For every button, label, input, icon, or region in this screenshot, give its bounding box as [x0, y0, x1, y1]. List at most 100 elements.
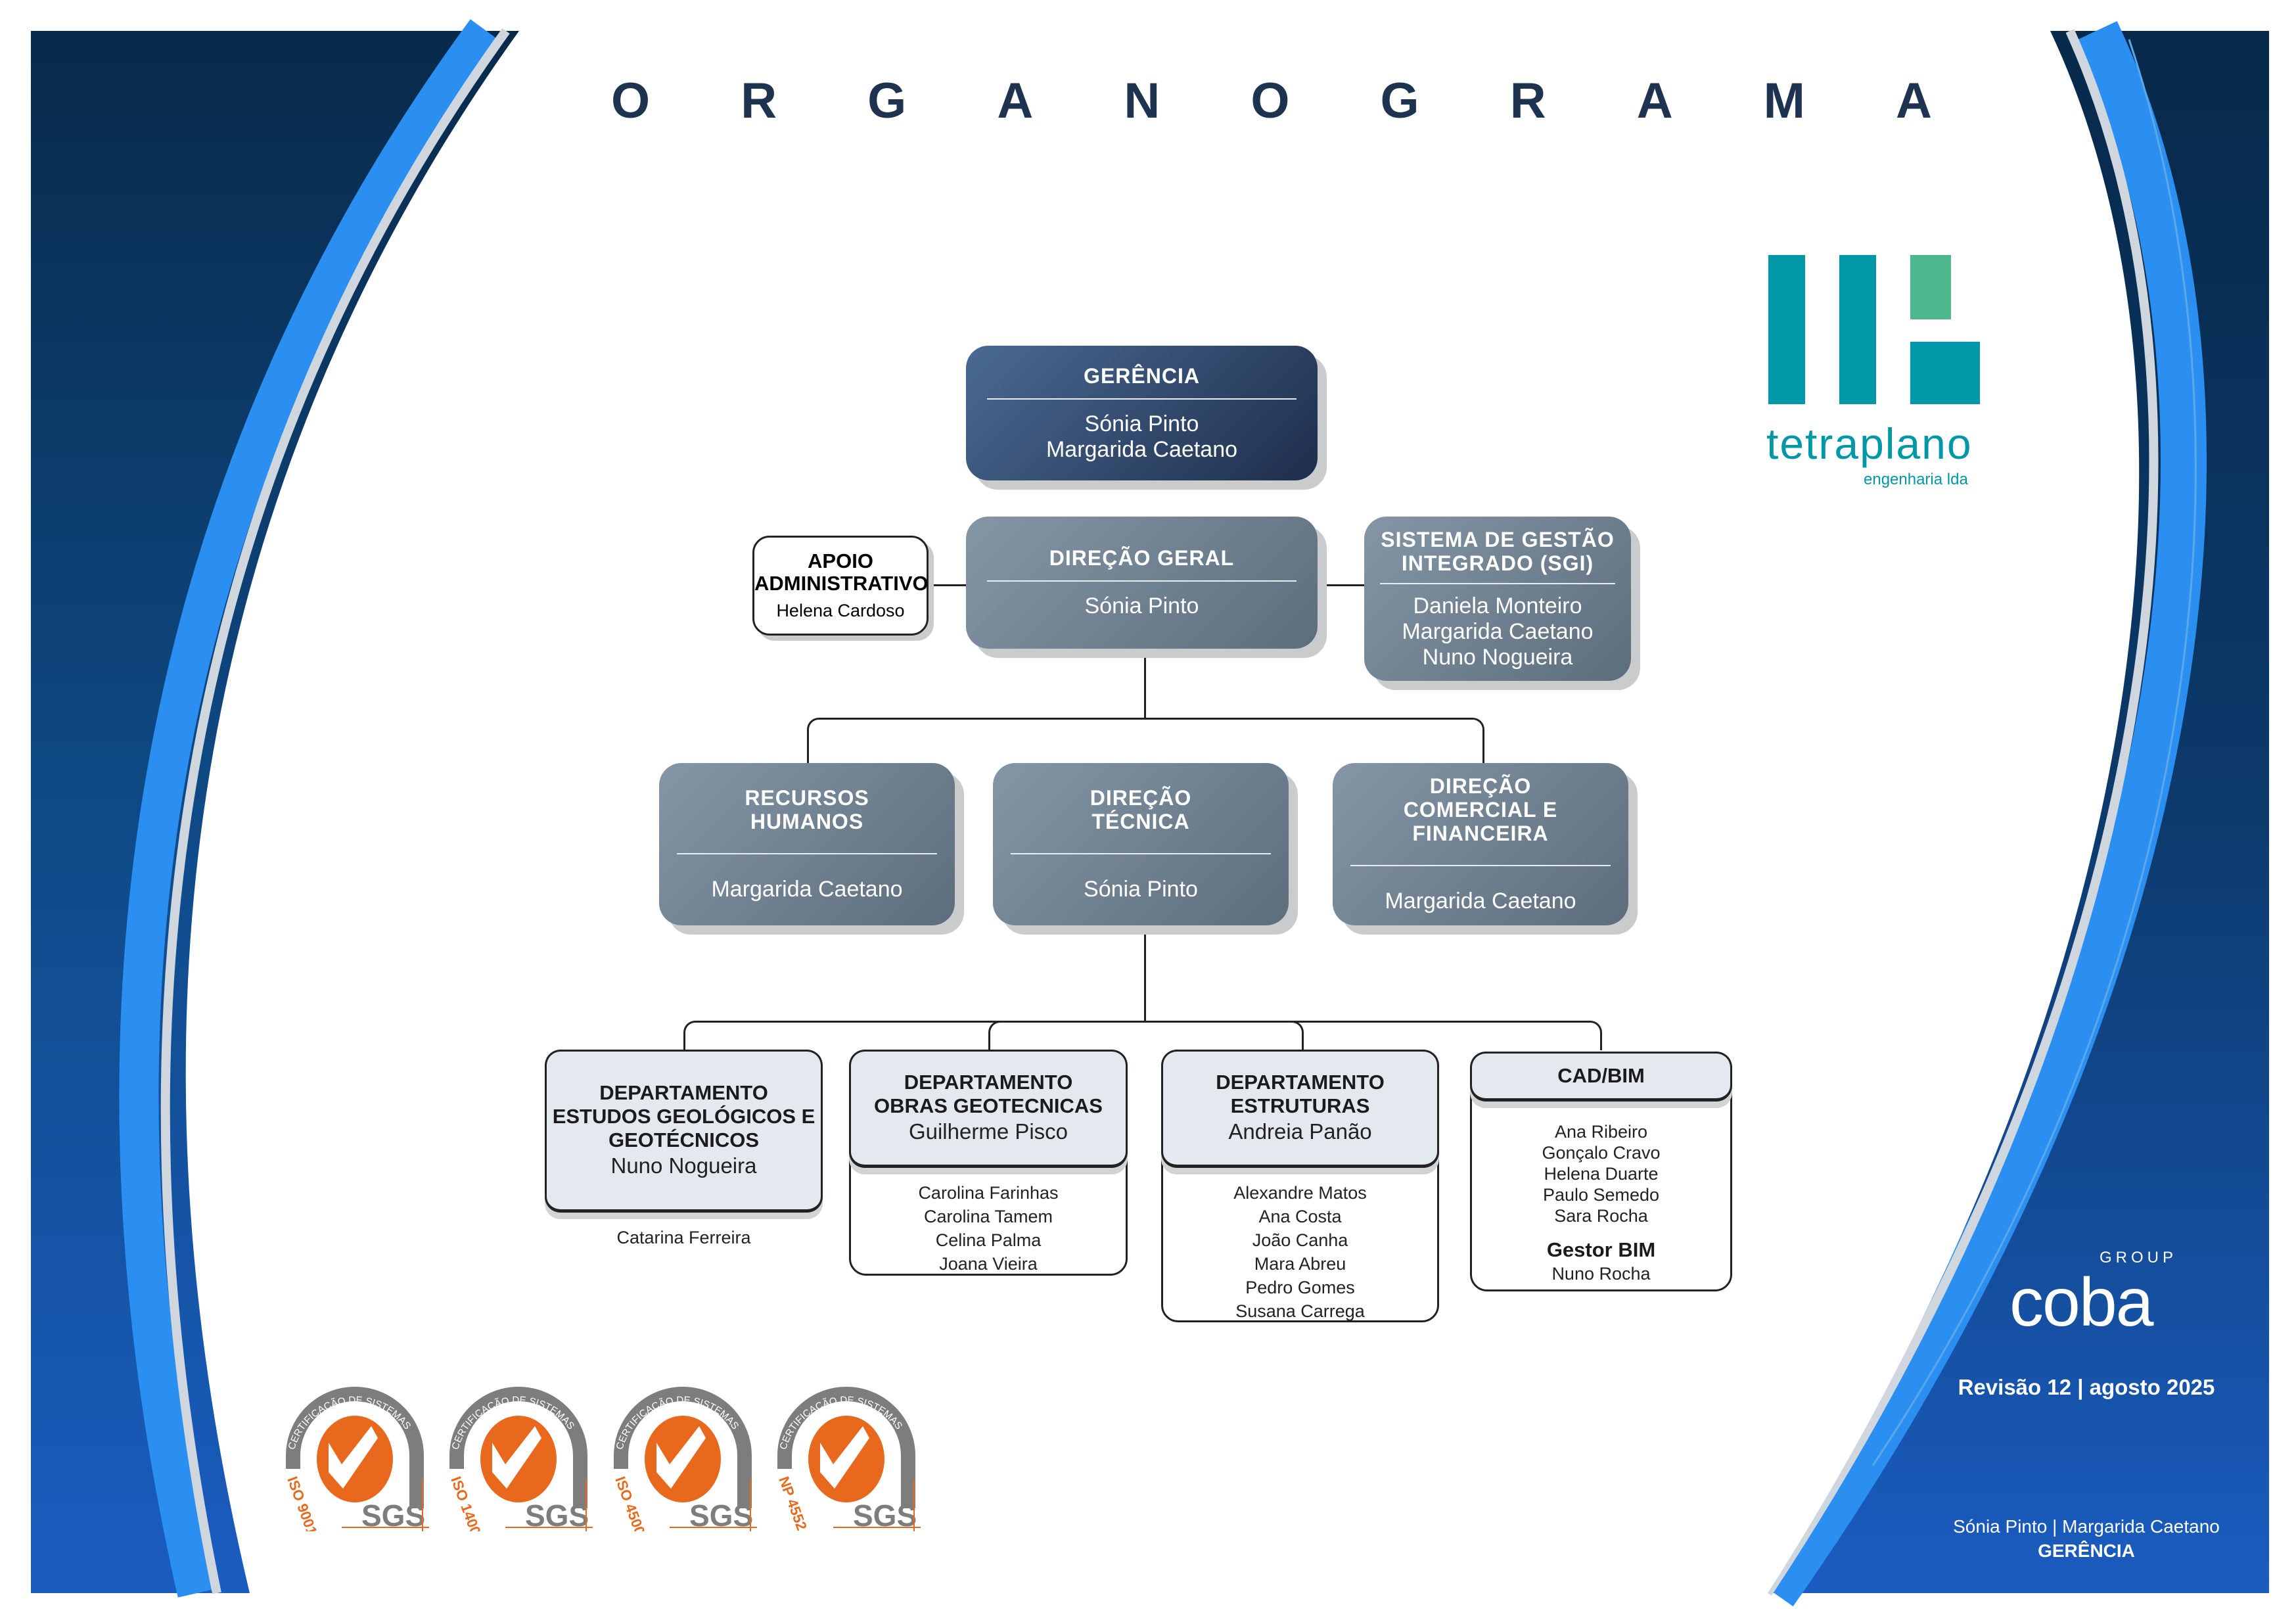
apoio-administrativo-box: APOIO ADMINISTRATIVO Helena Cardoso: [752, 536, 929, 636]
title-letter: R: [741, 73, 777, 129]
member-name: Paulo Semedo: [1542, 1185, 1660, 1205]
member-name: Celina Palma: [935, 1230, 1042, 1250]
direcao-geral-box: DIREÇÃO GERAL Sónia Pinto: [966, 517, 1318, 649]
footer-role: GERÊNCIA: [2038, 1541, 2135, 1561]
tetraplano-name: tetraplano: [1766, 419, 1973, 468]
department-lead: Guilherme Pisco: [908, 1119, 1068, 1144]
gerencia-box: GERÊNCIA Sónia Pinto Margarida Caetano: [966, 346, 1318, 480]
department-title: GEOTÉCNICOS: [608, 1128, 760, 1151]
badge-standard: ISO 9001: [284, 1474, 320, 1531]
member-name: Catarina Ferreira: [616, 1228, 751, 1247]
box-title: TÉCNICA: [1091, 810, 1190, 833]
divider: [987, 580, 1297, 582]
title-letter: R: [1509, 73, 1546, 129]
title-letter: G: [1380, 73, 1419, 129]
title-letter: A: [997, 73, 1034, 129]
department-title: OBRAS GEOTECNICAS: [874, 1094, 1103, 1117]
name: Margarida Caetano: [711, 877, 903, 902]
member-name: Mara Abreu: [1254, 1254, 1346, 1274]
sgs-logo: SGS: [689, 1498, 753, 1531]
recursos-humanos-box: RECURSOS HUMANOS Margarida Caetano: [659, 763, 955, 925]
name: Sónia Pinto: [1084, 593, 1199, 618]
divider: [677, 853, 937, 854]
sgi-box: SISTEMA DE GESTÃO INTEGRADO (SGI) Daniel…: [1364, 517, 1631, 681]
member-name: Nuno Rocha: [1551, 1264, 1651, 1284]
name: Margarida Caetano: [1385, 889, 1576, 914]
member-name: Helena Duarte: [1544, 1164, 1659, 1184]
department-title: ESTRUTURAS: [1230, 1094, 1370, 1117]
member-name: Carolina Tamem: [923, 1207, 1053, 1226]
badge-standard: ISO 14001: [448, 1474, 486, 1531]
sgs-logo: SGS: [853, 1498, 917, 1531]
title-letter: N: [1124, 73, 1160, 129]
divider: [1011, 853, 1271, 854]
revision-label: Revisão 12 | agosto 2025: [1958, 1375, 2215, 1399]
sgs-logo: SGS: [525, 1498, 589, 1531]
box-title: ADMINISTRATIVO: [754, 572, 929, 595]
title-letter: A: [1896, 73, 1932, 129]
check-icon: [820, 1426, 869, 1489]
connector: [928, 584, 967, 586]
tetraplano-tagline: engenharia lda: [1864, 471, 1968, 488]
divider: [987, 398, 1297, 400]
department-title: DEPARTAMENTO: [599, 1081, 768, 1104]
connector: [1318, 584, 1365, 586]
member-name: Alexandre Matos: [1233, 1183, 1367, 1203]
certification-badge: CERTIFICAÇÃO DE SISTEMAS NP 4552 SGS: [775, 1387, 921, 1531]
tetraplano-logo: [1768, 255, 1980, 404]
badge-standard: ISO 45001: [612, 1474, 651, 1531]
title-letter: A: [1636, 73, 1673, 129]
box-title: DIREÇÃO: [1090, 786, 1192, 810]
member-name: Gonçalo Cravo: [1542, 1143, 1661, 1163]
member-name: Sara Rocha: [1554, 1206, 1648, 1226]
member-name: Ana Ribeiro: [1554, 1122, 1648, 1142]
title-letter: M: [1763, 73, 1805, 129]
direcao-tecnica-box: DIREÇÃO TÉCNICA Sónia Pinto: [993, 763, 1289, 925]
department-lead: Nuno Nogueira: [610, 1153, 757, 1178]
department-title: DEPARTAMENTO: [1216, 1071, 1385, 1094]
department-header: CAD/BIM: [1470, 1052, 1732, 1102]
gestor-bim-label: Gestor BIM: [1546, 1238, 1656, 1261]
certification-badge: CERTIFICAÇÃO DE SISTEMAS ISO 45001 SGS: [612, 1387, 757, 1531]
connector: [988, 1021, 1304, 1050]
connector: [1144, 925, 1146, 1021]
title-letter: O: [1251, 73, 1290, 129]
connector: [1144, 718, 1484, 764]
certification-badge: CERTIFICAÇÃO DE SISTEMAS ISO 14001 SGS: [448, 1387, 593, 1531]
box-title: DIREÇÃO GERAL: [1049, 546, 1235, 570]
divider: [1350, 865, 1611, 866]
check-icon: [329, 1426, 378, 1489]
member-name: Joana Vieira: [939, 1254, 1038, 1274]
box-title: HUMANOS: [750, 810, 864, 833]
name: Sónia Pinto: [1084, 877, 1198, 902]
title-letter: G: [867, 73, 907, 129]
name: Sónia Pinto: [1084, 411, 1199, 436]
box-title: SISTEMA DE GESTÃO: [1381, 527, 1615, 551]
name: Margarida Caetano: [1402, 618, 1594, 644]
divider: [1380, 582, 1615, 584]
name: Helena Cardoso: [776, 601, 905, 620]
gerencia-title: GERÊNCIA: [1084, 363, 1200, 388]
coba-logo: coba: [2009, 1264, 2154, 1341]
name: Daniela Monteiro: [1413, 593, 1582, 618]
member-name: Susana Carrega: [1235, 1301, 1365, 1321]
department-lead: Andreia Panão: [1228, 1119, 1372, 1144]
direcao-comercial-box: DIREÇÃO COMERCIAL E FINANCEIRA Margarida…: [1333, 763, 1628, 925]
check-icon: [656, 1426, 706, 1489]
member-name: João Canha: [1252, 1230, 1348, 1250]
name: Margarida Caetano: [1045, 436, 1238, 462]
box-title: RECURSOS: [745, 786, 869, 810]
member-name: Pedro Gomes: [1245, 1278, 1355, 1297]
title-letter: O: [611, 73, 651, 129]
coba-group-label: GROUP: [2100, 1249, 2178, 1266]
